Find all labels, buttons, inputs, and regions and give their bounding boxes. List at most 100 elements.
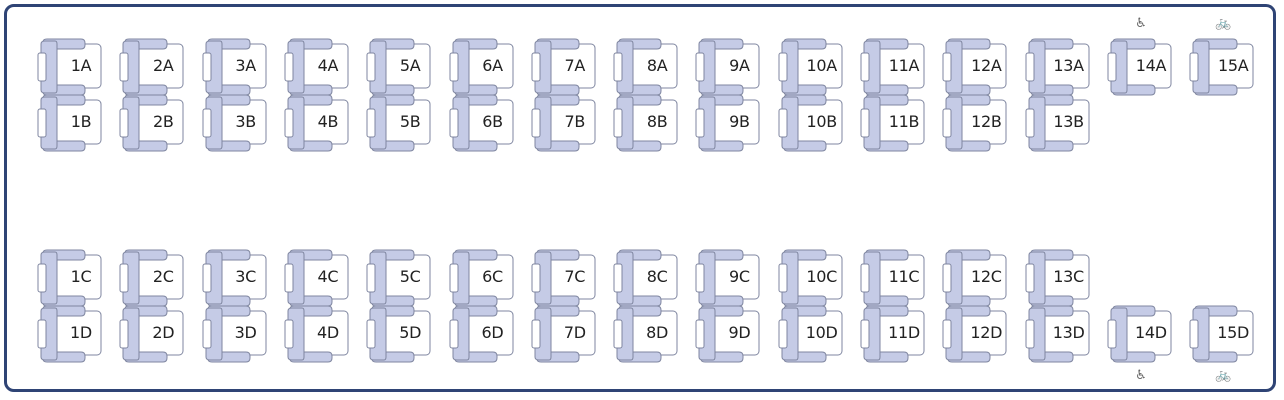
seat-8c[interactable]: 8C <box>613 249 681 307</box>
seat-13a[interactable]: 13A <box>1025 38 1093 96</box>
seat-10d[interactable]: 10D <box>778 305 846 363</box>
seat-13c[interactable]: 13C <box>1025 249 1093 307</box>
seat-5a[interactable]: 5A <box>366 38 434 96</box>
seat-shape <box>366 305 431 363</box>
seat-1b[interactable]: 1B <box>37 94 105 152</box>
seat-shape <box>284 305 349 363</box>
seat-13d[interactable]: 13D <box>1025 305 1093 363</box>
seat-10c[interactable]: 10C <box>778 249 846 307</box>
seat-label: 3D <box>234 323 257 342</box>
seat-6c[interactable]: 6C <box>449 249 517 307</box>
seat-14a[interactable]: 14A <box>1107 38 1175 96</box>
seat-shape <box>119 305 184 363</box>
seat-12a[interactable]: 12A <box>942 38 1010 96</box>
seat-label: 8A <box>646 56 668 75</box>
seat-label: 6B <box>482 112 503 131</box>
seat-label: 6D <box>481 323 504 342</box>
seat-shape <box>1189 305 1254 363</box>
seat-4d[interactable]: 4D <box>284 305 352 363</box>
seat-2b[interactable]: 2B <box>119 94 187 152</box>
seat-7a[interactable]: 7A <box>531 38 599 96</box>
seat-8a[interactable]: 8A <box>613 38 681 96</box>
seat-1c[interactable]: 1C <box>37 249 105 307</box>
seat-10b[interactable]: 10B <box>778 94 846 152</box>
seat-15a[interactable]: 15A <box>1189 38 1257 96</box>
seat-label: 1A <box>70 56 92 75</box>
seat-15d[interactable]: 15D <box>1189 305 1257 363</box>
seat-label: 11D <box>888 323 920 342</box>
seat-6d[interactable]: 6D <box>449 305 517 363</box>
seat-shape <box>202 38 267 96</box>
seat-2a[interactable]: 2A <box>119 38 187 96</box>
seat-shape <box>695 305 760 363</box>
seat-7c[interactable]: 7C <box>531 249 599 307</box>
seat-shape <box>942 94 1007 152</box>
seat-5c[interactable]: 5C <box>366 249 434 307</box>
seat-4c[interactable]: 4C <box>284 249 352 307</box>
seat-label: 3C <box>235 267 256 286</box>
seat-shape <box>1025 38 1090 96</box>
seat-3c[interactable]: 3C <box>202 249 270 307</box>
seat-5d[interactable]: 5D <box>366 305 434 363</box>
seat-label: 8C <box>646 267 668 286</box>
seat-label: 13B <box>1053 112 1084 131</box>
seat-label: 8D <box>646 323 669 342</box>
seat-shape <box>202 249 267 307</box>
seat-label: 7D <box>563 323 586 342</box>
seat-8d[interactable]: 8D <box>613 305 681 363</box>
seat-14d[interactable]: 14D <box>1107 305 1175 363</box>
seat-4b[interactable]: 4B <box>284 94 352 152</box>
seat-label: 2D <box>152 323 175 342</box>
seat-shape <box>531 305 596 363</box>
seat-3a[interactable]: 3A <box>202 38 270 96</box>
seat-9d[interactable]: 9D <box>695 305 763 363</box>
seat-shape <box>366 249 431 307</box>
seat-label: 12D <box>970 323 1003 342</box>
seat-12d[interactable]: 12D <box>942 305 1010 363</box>
seat-shape <box>449 94 513 152</box>
seat-12c[interactable]: 12C <box>942 249 1010 307</box>
seat-9b[interactable]: 9B <box>695 94 763 152</box>
seat-label: 2B <box>153 112 174 131</box>
seat-shape <box>1025 305 1090 363</box>
seat-1a[interactable]: 1A <box>37 38 105 96</box>
seat-shape <box>613 94 678 152</box>
seat-7b[interactable]: 7B <box>531 94 599 152</box>
seat-shape <box>531 94 596 152</box>
seat-shape <box>449 305 513 363</box>
seat-11c[interactable]: 11C <box>860 249 928 307</box>
seat-label: 6A <box>482 56 503 75</box>
seat-label: 12C <box>970 267 1002 286</box>
seat-label: 11C <box>888 267 920 286</box>
seat-label: 11B <box>888 112 920 131</box>
seat-6a[interactable]: 6A <box>449 38 517 96</box>
seat-11d[interactable]: 11D <box>860 305 928 363</box>
seat-shape <box>284 249 349 307</box>
seat-shape <box>1025 94 1090 152</box>
seat-label: 7C <box>564 267 586 286</box>
seat-shape <box>119 249 184 307</box>
seat-label: 11A <box>888 56 920 75</box>
bicycle-icon: 🚲 <box>1215 16 1232 31</box>
seat-label: 4A <box>317 56 339 75</box>
seat-4a[interactable]: 4A <box>284 38 352 96</box>
seat-9c[interactable]: 9C <box>695 249 763 307</box>
seat-2c[interactable]: 2C <box>119 249 187 307</box>
seat-1d[interactable]: 1D <box>37 305 105 363</box>
seat-12b[interactable]: 12B <box>942 94 1010 152</box>
seat-5b[interactable]: 5B <box>366 94 434 152</box>
seat-2d[interactable]: 2D <box>119 305 187 363</box>
seat-3b[interactable]: 3B <box>202 94 270 152</box>
seat-3d[interactable]: 3D <box>202 305 270 363</box>
seat-7d[interactable]: 7D <box>531 305 599 363</box>
seat-11a[interactable]: 11A <box>860 38 928 96</box>
seat-shape <box>613 38 678 96</box>
seat-6b[interactable]: 6B <box>449 94 517 152</box>
seat-11b[interactable]: 11B <box>860 94 928 152</box>
seat-8b[interactable]: 8B <box>613 94 681 152</box>
seat-13b[interactable]: 13B <box>1025 94 1093 152</box>
seat-shape <box>778 305 843 363</box>
wheelchair-icon: ♿ <box>1135 16 1147 31</box>
seat-10a[interactable]: 10A <box>778 38 846 96</box>
seat-9a[interactable]: 9A <box>695 38 763 96</box>
